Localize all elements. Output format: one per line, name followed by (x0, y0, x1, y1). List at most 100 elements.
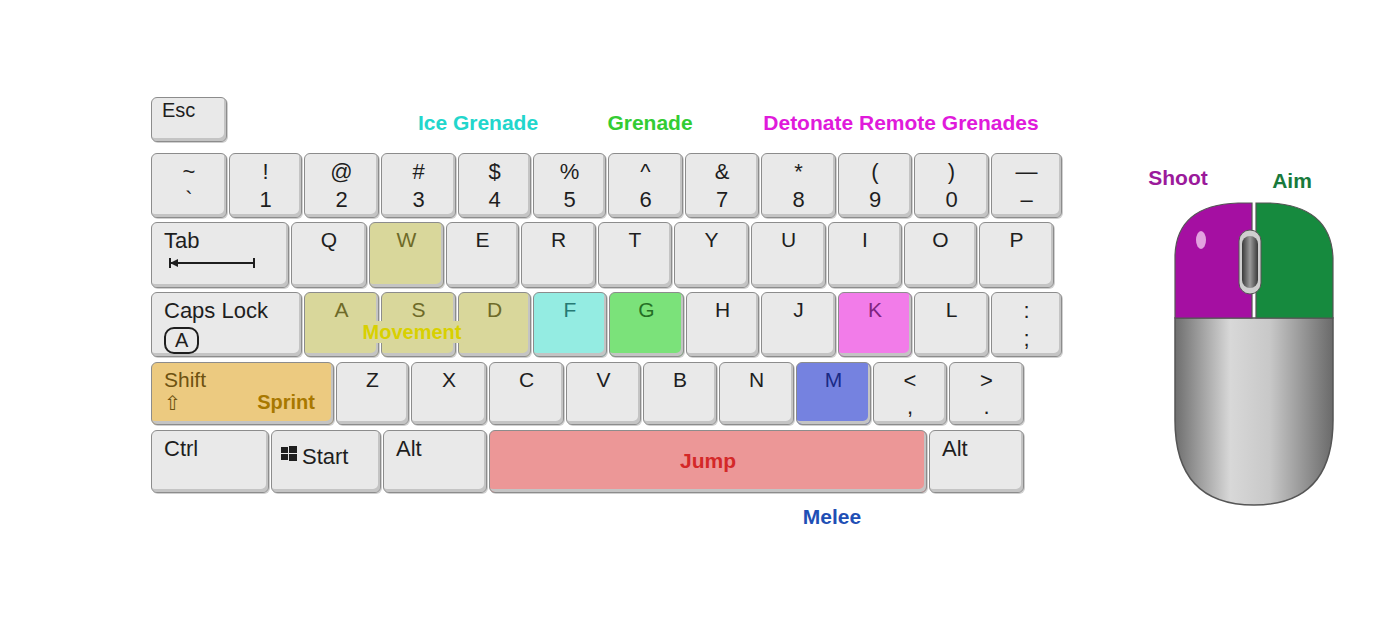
keyboard-key: ^6 (608, 153, 683, 218)
mouse-body (1175, 318, 1333, 505)
keyboard-key: Alt (383, 430, 487, 493)
keyboard-key: —– (991, 153, 1062, 218)
keyboard-key: ~` (151, 153, 227, 218)
key-label: 3 (412, 188, 424, 211)
keyboard-key: $4 (458, 153, 531, 218)
windows-logo-pane (289, 446, 297, 453)
key-label: O (932, 229, 948, 251)
mouse-highlight (1196, 231, 1206, 249)
keyboard-key: %5 (533, 153, 606, 218)
key-label: 1 (259, 188, 271, 211)
key-label: Ctrl (164, 437, 198, 460)
key-label: $ (488, 160, 500, 183)
key-label: . (983, 395, 989, 418)
key-label: 6 (639, 188, 651, 211)
keyboard-key: G (609, 292, 684, 357)
action-label: Aim (1272, 169, 1312, 192)
keyboard-key: Esc (151, 97, 227, 142)
keyboard-key: (9 (838, 153, 912, 218)
key-label: N (749, 369, 764, 391)
keyboard-key: W (369, 222, 444, 288)
keyboard-key: Alt (929, 430, 1024, 493)
key-label: K (868, 299, 882, 321)
key-label: ) (948, 160, 955, 183)
keyboard-key: L (914, 292, 989, 357)
keyboard-key: :; (991, 292, 1062, 357)
action-label: Melee (803, 505, 861, 528)
key-label: 2 (335, 188, 347, 211)
keyboard-key: F (533, 292, 607, 357)
key-label: L (946, 299, 958, 321)
key-label: 4 (488, 188, 500, 211)
keyboard-key: *8 (761, 153, 836, 218)
keyboard-key: Z (336, 362, 409, 425)
key-label: Esc (162, 100, 195, 121)
key-label: 7 (716, 188, 728, 211)
keyboard-key: P (979, 222, 1054, 288)
tab-arrow-icon (168, 255, 264, 271)
keyboard-key: B (643, 362, 717, 425)
key-label: ; (1023, 327, 1029, 350)
key-label: ! (262, 160, 268, 183)
keyboard-key: M (796, 362, 871, 425)
tab-shaft (170, 262, 254, 264)
key-label: A (334, 299, 348, 321)
key-label: — (1016, 160, 1038, 183)
keyboard-key: Y (674, 222, 749, 288)
key-label: S (411, 299, 425, 321)
keyboard-key: K (838, 292, 912, 357)
tab-end-bar (253, 258, 255, 268)
key-label: Z (366, 369, 379, 391)
key-label: J (793, 299, 804, 321)
keyboard-key: #3 (381, 153, 456, 218)
key-label: Shift (164, 369, 206, 391)
windows-logo-pane (281, 447, 288, 453)
keyboard-key: H (686, 292, 759, 357)
keyboard-key: Jump (489, 430, 927, 493)
mouse-wheel (1242, 236, 1258, 288)
key-label: ( (871, 160, 878, 183)
key-label: < (904, 369, 917, 392)
keyboard-key: >. (949, 362, 1024, 425)
key-label: ⇧ (164, 393, 181, 414)
key-label: R (551, 229, 566, 251)
key-label: X (442, 369, 456, 391)
key-label: G (638, 299, 654, 321)
key-label: Tab (164, 229, 199, 252)
action-label: Shoot (1148, 166, 1207, 189)
action-label: Ice Grenade (418, 111, 538, 134)
action-label: Grenade (607, 111, 692, 134)
key-label: C (519, 369, 534, 391)
key-label: I (862, 229, 868, 251)
keyboard-key: X (411, 362, 487, 425)
key-label: A (164, 327, 199, 354)
keyboard-key: I (828, 222, 902, 288)
key-label: ^ (640, 160, 650, 183)
key-label: 0 (945, 188, 957, 211)
key-label: @ (330, 160, 352, 183)
keyboard-key: E (446, 222, 519, 288)
key-label: ` (185, 188, 192, 211)
keyboard-key: D (458, 292, 531, 357)
keyboard-key: O (904, 222, 977, 288)
keyboard-key: &7 (685, 153, 759, 218)
key-label: U (781, 229, 796, 251)
key-label: # (412, 160, 424, 183)
key-label: % (560, 160, 580, 183)
key-label: D (487, 299, 502, 321)
key-label: Sprint (257, 392, 315, 413)
key-label: W (397, 229, 417, 251)
key-label: F (564, 299, 577, 321)
keyboard-key: )0 (914, 153, 989, 218)
keyboard-key: Q (291, 222, 367, 288)
keyboard-key: N (719, 362, 794, 425)
keyboard-key: Tab (151, 222, 289, 288)
action-label: Movement (360, 321, 465, 343)
mouse-wheel-housing (1239, 230, 1261, 294)
keyboard-key: C (489, 362, 564, 425)
key-label: 8 (792, 188, 804, 211)
key-label: Y (704, 229, 718, 251)
key-label: Alt (942, 437, 968, 460)
keyboard-key: J (761, 292, 836, 357)
